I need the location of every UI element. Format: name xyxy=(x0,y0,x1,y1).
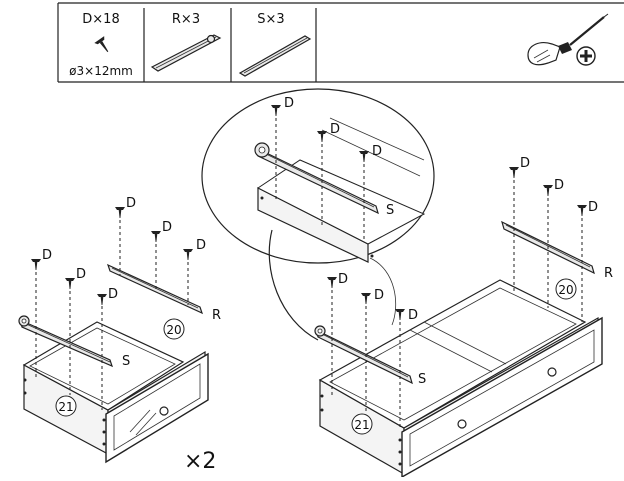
screw-icon xyxy=(359,151,369,162)
screw-label: D xyxy=(162,220,172,235)
panel-callout-front: 21 xyxy=(351,413,373,435)
screw-label: D xyxy=(196,238,206,253)
panel-callout-front: 21 xyxy=(55,395,77,417)
part-label-rail-s: S×3 xyxy=(257,12,284,27)
right-drawer-assembly: D D D D D D R S 20 21 xyxy=(314,156,613,479)
screw-label: D xyxy=(126,196,136,211)
screw-label: D xyxy=(374,288,384,303)
screw-icon xyxy=(327,277,337,288)
rail-label-right: R xyxy=(604,266,613,281)
screw-label: D xyxy=(372,144,382,159)
screw-label: D xyxy=(108,287,118,302)
rail-icon xyxy=(238,35,312,77)
panel-callout-side: 20 xyxy=(163,318,185,340)
screw-icon xyxy=(183,249,193,260)
panel-callout-side: 20 xyxy=(555,278,577,300)
rail-label-left: S xyxy=(122,354,130,369)
screw-icon xyxy=(271,105,281,116)
svg-text:21: 21 xyxy=(354,418,369,432)
screws-left: D D D D D D xyxy=(31,196,206,410)
svg-text:20: 20 xyxy=(166,323,181,337)
left-drawer-assembly: D D D D D D R S 20 21 ×2 xyxy=(18,196,221,474)
screw-icon xyxy=(395,309,405,320)
screw-icon xyxy=(151,231,161,242)
detail-magnifier: D D D S xyxy=(201,88,435,341)
parts-cell-rail-s: S×3 xyxy=(238,12,312,77)
screws-right: D D D D D D xyxy=(327,156,598,428)
screw-label: D xyxy=(42,248,52,263)
screw-icon xyxy=(509,167,519,178)
rail-s-left xyxy=(18,315,113,368)
part-label-screw: D×18 xyxy=(82,12,119,27)
rail-label-left: S xyxy=(386,203,394,218)
quantity-label: ×2 xyxy=(184,449,216,474)
rail-label-right: R xyxy=(212,308,221,323)
part-label-rail-r: R×3 xyxy=(172,12,200,27)
screw-label: D xyxy=(554,178,564,193)
phillips-head-icon xyxy=(576,46,596,66)
screw-icon xyxy=(94,36,109,53)
screw-icon xyxy=(317,131,327,142)
svg-text:20: 20 xyxy=(558,283,573,297)
rail-r-left xyxy=(106,263,204,315)
rail-label-left: S xyxy=(418,372,426,387)
rail-icon xyxy=(150,34,222,72)
svg-text:21: 21 xyxy=(58,400,73,414)
screw-icon xyxy=(97,294,107,305)
screw-label: D xyxy=(76,267,86,282)
screw-label: D xyxy=(588,200,598,215)
parts-table: D×18 ø3×12mm R×3 S×3 xyxy=(57,2,624,83)
parts-cell-rail-r: R×3 xyxy=(150,12,222,72)
screw-icon xyxy=(361,293,371,304)
screw-label: D xyxy=(408,308,418,323)
screw-label: D xyxy=(520,156,530,171)
rail-s-right xyxy=(314,325,413,385)
screw-label: D xyxy=(330,122,340,137)
parts-cell-screw: D×18 ø3×12mm xyxy=(69,12,133,78)
screw-icon xyxy=(543,185,553,196)
screw-label: D xyxy=(338,272,348,287)
part-sublabel-screw: ø3×12mm xyxy=(69,64,133,78)
screw-icon xyxy=(577,205,587,216)
screwdriver-icon xyxy=(527,13,609,66)
screw-icon xyxy=(115,207,125,218)
screw-icon xyxy=(31,259,41,270)
screw-icon xyxy=(65,278,75,289)
screw-label: D xyxy=(284,96,294,111)
